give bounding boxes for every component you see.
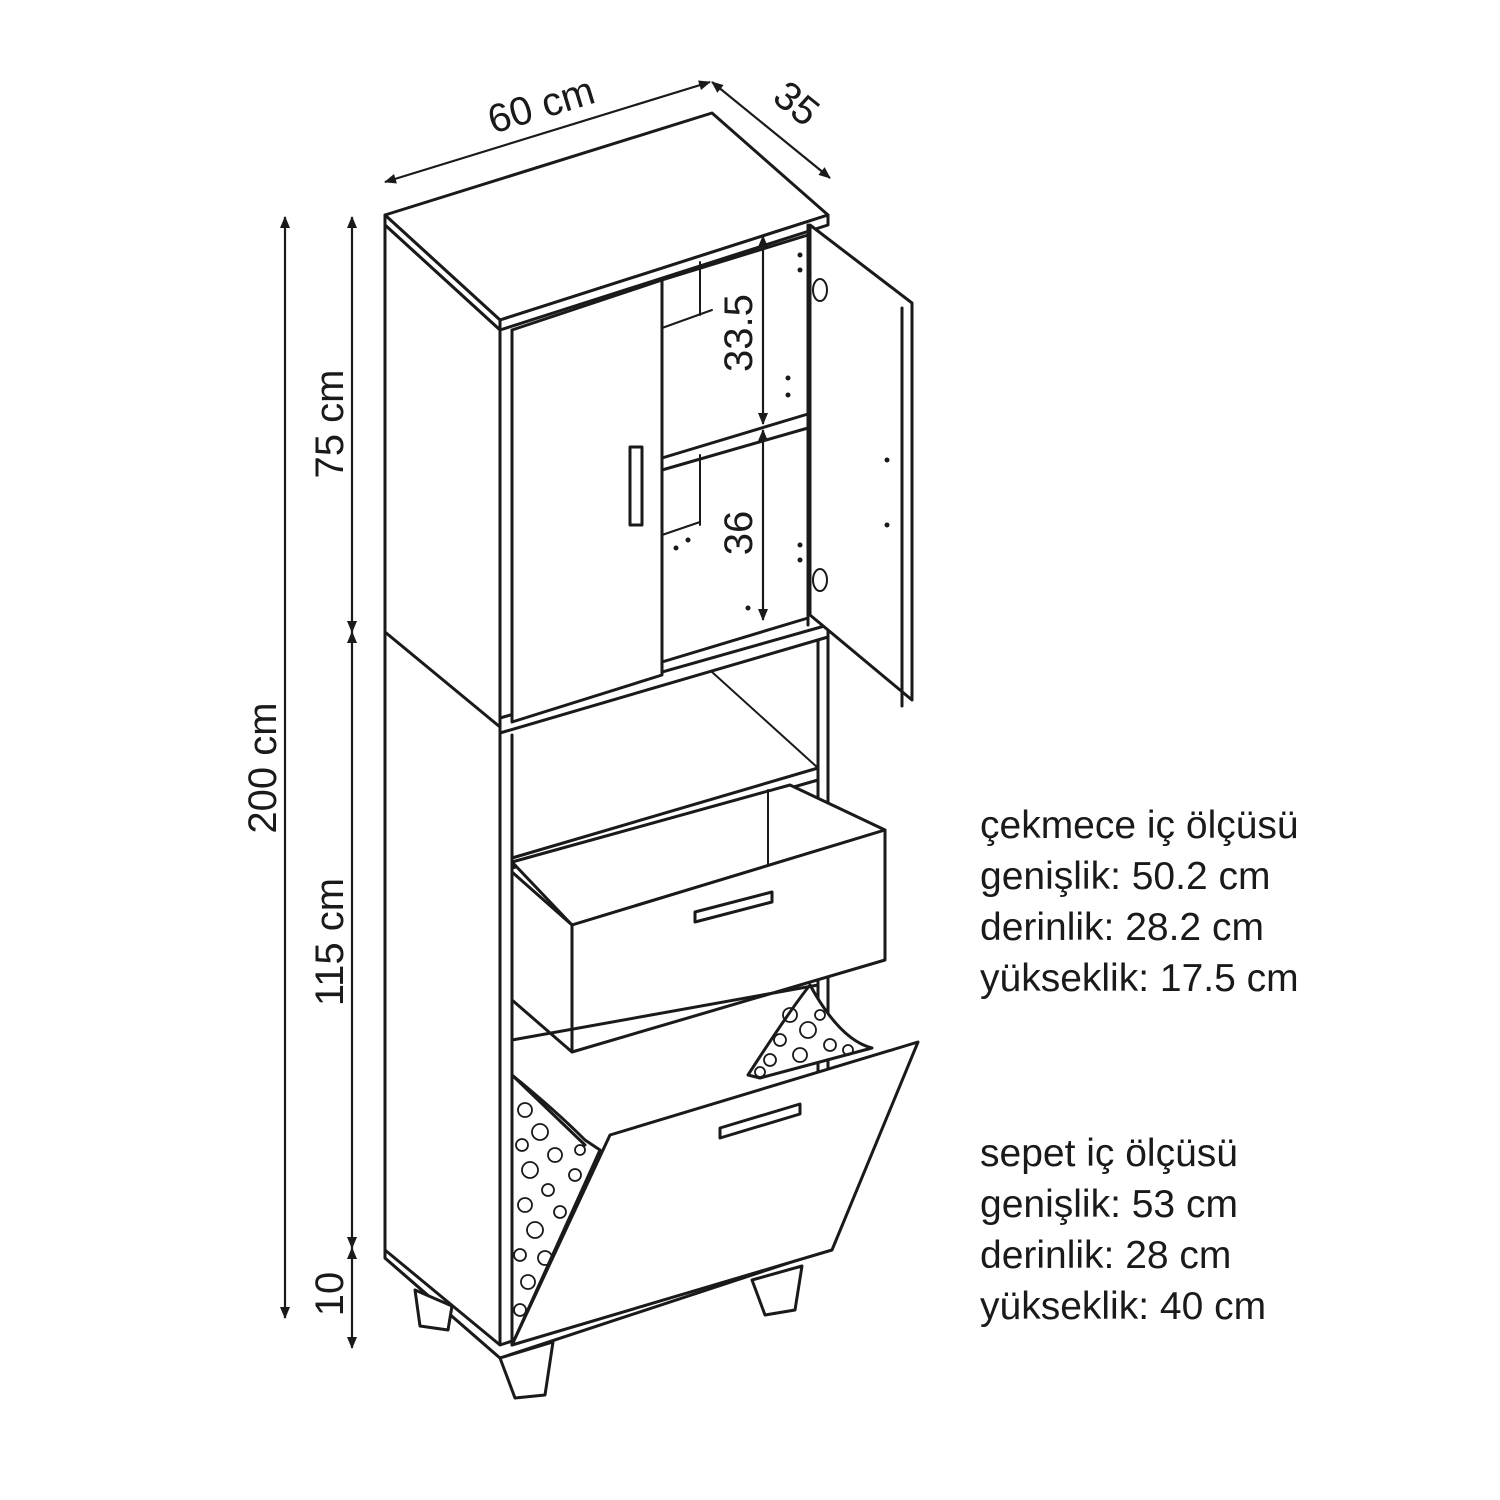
depth-label: 35 [765,73,827,135]
width-dimension-line [384,80,711,184]
right-door-open [808,223,914,702]
inner-lower-shelf-line [661,521,701,536]
leg-front [498,1340,555,1400]
leg-back-right [750,1264,804,1317]
hinge-cup-top [812,278,828,302]
basket-tilt-front [510,1040,920,1347]
basket-opening-line [510,983,820,1042]
drawer-spec-block: çekmece iç ölçüsü genişlik: 50.2 cm deri… [980,800,1299,1004]
interior-bottom-line [660,616,810,664]
depth-dimension-line [711,81,831,179]
upper-cabinet [510,223,914,724]
side-divider-line [383,630,502,729]
basket-handle [718,1102,802,1140]
basket-strap-left [510,1073,587,1147]
laundry-basket [510,983,920,1347]
drawer-handle [693,890,774,924]
dimension-lines [280,80,831,1349]
left-door-handle [628,445,644,527]
width-label: 60 cm [483,69,600,143]
upper-height-label: 75 cm [308,370,352,479]
top-side-edge [498,213,830,332]
leg-back-left [413,1288,454,1332]
inner-shelf [660,412,810,472]
hinge-holes [673,252,803,611]
drawer-spec-title: çekmece iç ölçüsü [980,804,1299,847]
upper-shelf-label: 33.5 [717,294,761,372]
drawer [510,783,887,1054]
hinge-cup-bottom [812,568,828,592]
leg-height-label: 10 [308,1272,352,1317]
drawer-front [570,828,887,1054]
left-side-panel [383,223,502,1360]
drawer-spec-width: genişlik: 50.2 cm [980,855,1271,898]
basket-dot-pattern [513,1007,854,1317]
basket-spec-depth: derinlik: 28 cm [980,1234,1232,1277]
drawer-spec-depth: derinlik: 28.2 cm [980,906,1264,949]
basket-spec-height: yükseklik: 40 cm [980,1285,1267,1328]
basket-spec-title: sepet iç ölçüsü [980,1132,1238,1175]
drawer-spec-height: yükseklik: 17.5 cm [980,957,1299,1000]
open-shelf-back-line [711,671,819,769]
left-door [510,278,664,724]
basket-spec-block: sepet iç ölçüsü genişlik: 53 cm derinlik… [980,1128,1266,1332]
total-height-label: 200 cm [241,702,285,833]
interior-top-line [660,233,810,282]
interior-back-shelf-line [661,309,713,329]
lower-height-label: 115 cm [308,878,352,1006]
lower-shelf-label: 36 [717,511,761,556]
basket-spec-width: genişlik: 53 cm [980,1183,1238,1226]
